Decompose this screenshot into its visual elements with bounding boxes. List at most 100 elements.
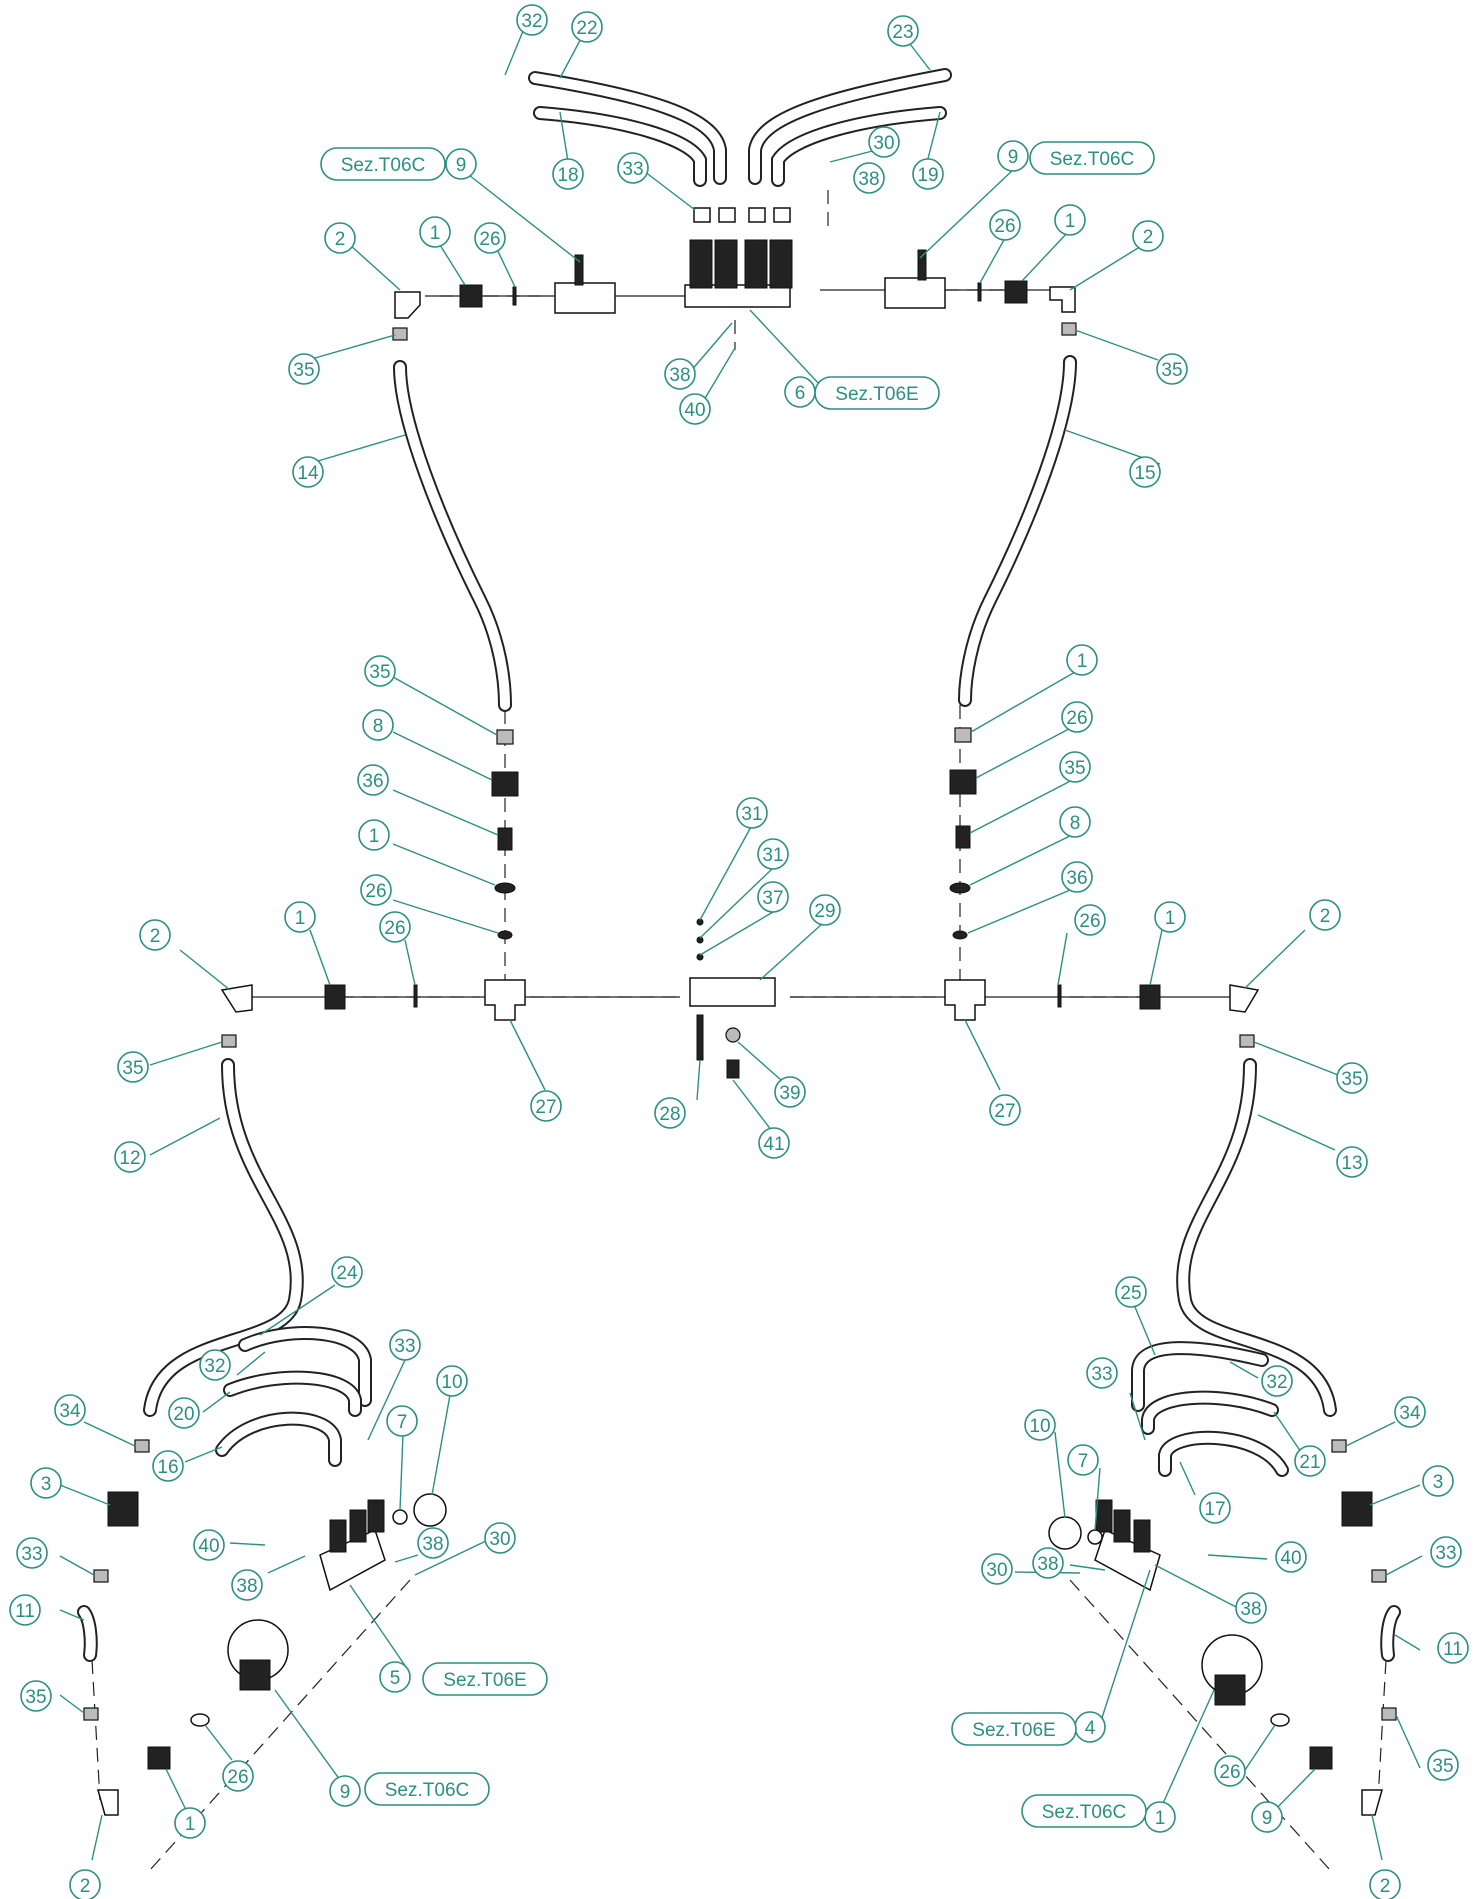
callout-bubble: 35	[1156, 353, 1188, 385]
section-ref-bottom-left-lower: Sez.T06C	[364, 1772, 490, 1806]
section-ref-label: Sez.T06C	[385, 1780, 469, 1801]
section-ref-label: Sez.T06C	[1042, 1802, 1126, 1823]
callout-circle	[679, 393, 711, 425]
callout-bubble: 1	[1154, 901, 1186, 933]
callout-number: 1	[1077, 651, 1088, 672]
callout-bubble: 2	[1309, 899, 1341, 931]
callout-circle	[1074, 904, 1106, 936]
callout-number: 1	[1165, 908, 1176, 929]
callout-bubble: 5	[379, 1661, 411, 1693]
callout-number: 18	[557, 165, 578, 186]
callout-bubble: 34	[1394, 1396, 1426, 1428]
callout-circle	[474, 222, 506, 254]
callout-circle	[445, 148, 477, 180]
callout-number: 40	[1280, 1548, 1301, 1569]
callout-number: 34	[59, 1401, 81, 1422]
callout-number: 13	[1341, 1153, 1362, 1174]
callout-bubble: 38	[231, 1569, 263, 1601]
callout-circle	[1427, 1749, 1459, 1781]
callout-circle	[853, 162, 885, 194]
callout-bubble: 6	[784, 376, 816, 408]
callout-bubble: 36	[357, 764, 389, 796]
callout-bubble: 32	[516, 4, 548, 36]
callout-number: 6	[795, 383, 806, 404]
callout-circle	[1061, 701, 1093, 733]
callout-bubble: 1	[1066, 644, 1098, 676]
callout-number: 11	[15, 1601, 35, 1622]
callout-number: 35	[1161, 360, 1182, 381]
callout-circle	[664, 358, 696, 390]
callout-bubble: 2	[1369, 1869, 1401, 1899]
callout-circle	[364, 655, 396, 687]
callout-circle	[389, 1329, 421, 1361]
callout-bubble: 38	[417, 1527, 449, 1559]
callout-circle	[114, 1141, 146, 1173]
callout-circle	[360, 874, 392, 906]
callout-circle	[16, 1537, 48, 1569]
callout-number: 23	[892, 22, 913, 43]
hoses	[77, 68, 1401, 1662]
callout-bubble: 18	[552, 158, 584, 190]
callout-bubble: 40	[1275, 1541, 1307, 1573]
callout-bubble: 41	[758, 1127, 790, 1159]
callout-circle	[292, 456, 324, 488]
callout-number: 9	[456, 155, 467, 176]
assembly-axes	[91, 190, 1387, 1871]
callout-bubble: 35	[288, 353, 320, 385]
callout-circle	[1430, 1536, 1462, 1568]
callout-number: 3	[41, 1474, 52, 1495]
callout-circle	[617, 152, 649, 184]
callout-bubble: 8	[1059, 806, 1091, 838]
callout-number: 10	[441, 1372, 462, 1393]
callout-number: 32	[1266, 1372, 1287, 1393]
callout-bubble: 20	[168, 1397, 200, 1429]
callout-bubble: 2	[139, 919, 171, 951]
callout-bubble: 39	[774, 1076, 806, 1108]
callout-bubble: 9	[997, 140, 1029, 172]
callout-circle	[1054, 204, 1086, 236]
callout-bubble: 1	[284, 901, 316, 933]
callout-number: 14	[297, 463, 319, 484]
callout-circle	[758, 1127, 790, 1159]
callout-bubble: 35	[1336, 1062, 1368, 1094]
callout-bubble: 3	[1422, 1465, 1454, 1497]
callout-circle	[757, 881, 789, 913]
callout-bubble: 11	[1437, 1632, 1469, 1664]
callout-circle	[329, 1775, 361, 1807]
callout-number: 35	[1432, 1756, 1453, 1777]
callout-number: 32	[204, 1356, 225, 1377]
section-ref-label: Sez.T06E	[835, 384, 918, 405]
callout-circle	[809, 894, 841, 926]
callout-bubble: 33	[1430, 1536, 1462, 1568]
callout-number: 3	[1433, 1472, 1444, 1493]
callout-circle	[1422, 1465, 1454, 1497]
callout-number: 33	[1091, 1364, 1112, 1385]
callout-bubble: 30	[868, 126, 900, 158]
callout-circle	[757, 838, 789, 870]
callout-circle	[1235, 1592, 1267, 1624]
callout-circle	[69, 1869, 101, 1899]
callout-number: 26	[1066, 708, 1087, 729]
callout-circle	[989, 209, 1021, 241]
leader-lines	[59, 30, 1423, 1861]
callout-number: 36	[362, 771, 383, 792]
callout-circle	[386, 1405, 418, 1437]
callout-bubble: 2	[69, 1869, 101, 1899]
callout-number: 38	[1240, 1599, 1261, 1620]
callout-bubble: 32	[1261, 1365, 1293, 1397]
callout-circle	[484, 1522, 516, 1554]
callout-circle	[530, 1090, 562, 1122]
callout-bubble: 9	[1251, 1801, 1283, 1833]
callout-bubble: 37	[757, 881, 789, 913]
callout-number: 2	[150, 926, 161, 947]
callout-bubble: 26	[1074, 904, 1106, 936]
callout-bubble: 38	[853, 162, 885, 194]
callout-number: 29	[814, 901, 835, 922]
callout-bubble: 3	[30, 1467, 62, 1499]
callout-bubble: 26	[474, 222, 506, 254]
callout-bubble: 26	[222, 1760, 254, 1792]
callout-bubble: 16	[152, 1450, 184, 1482]
callout-bubble: 30	[484, 1522, 516, 1554]
callout-number: 2	[335, 229, 346, 250]
